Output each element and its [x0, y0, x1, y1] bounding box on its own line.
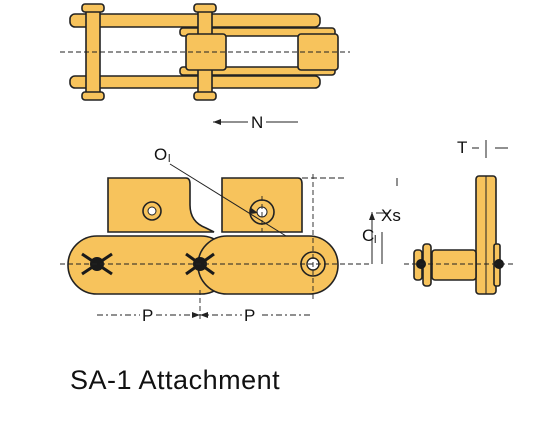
label-n: N — [251, 113, 263, 132]
leader-o: O l — [154, 145, 287, 237]
top-view-chain — [60, 3, 350, 101]
side-view-chain — [404, 175, 514, 295]
label-xs: Xs — [381, 206, 401, 225]
diagram-caption: SA-1 Attachment — [70, 365, 281, 395]
label-p-left: P — [142, 306, 153, 325]
dimension-n: N — [213, 113, 298, 132]
dimension-p: P P — [97, 306, 310, 325]
front-view-chain — [60, 174, 372, 320]
label-o-sub: l — [168, 153, 170, 165]
label-c: C — [362, 226, 374, 245]
dimension-xs-c: Xs C l — [302, 177, 401, 264]
label-c-sub: l — [374, 234, 376, 246]
label-t: T — [457, 138, 467, 157]
label-o: O — [154, 145, 167, 164]
label-p-right: P — [244, 306, 255, 325]
dimension-t: T — [457, 138, 508, 158]
